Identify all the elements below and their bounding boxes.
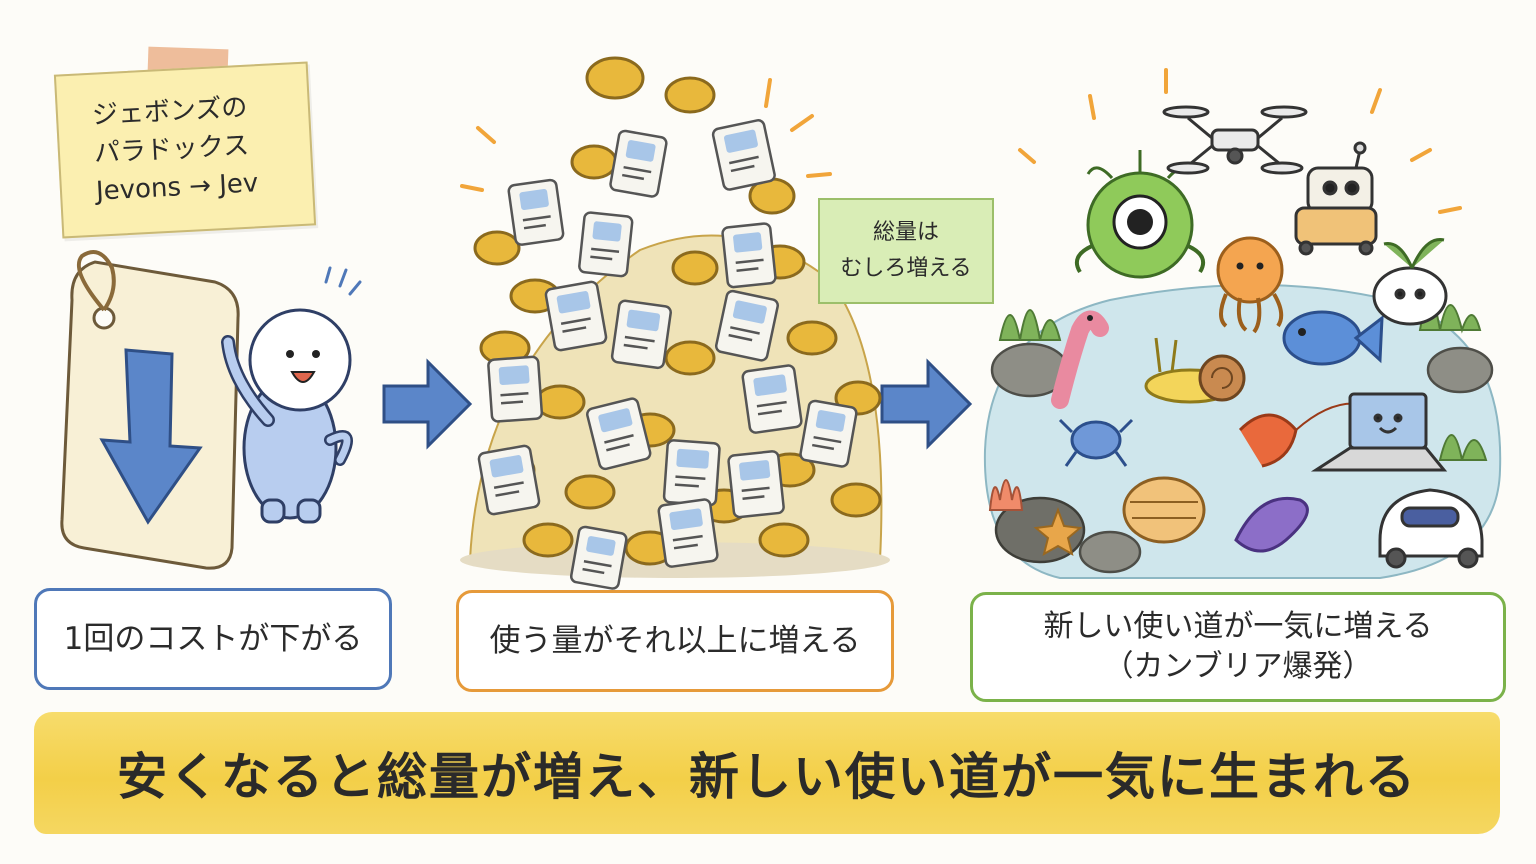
side-note-line-2: むしろ増える [840, 256, 972, 281]
down-arrow-icon [99, 348, 203, 525]
stick-figure-icon [221, 266, 362, 524]
side-note-line-1: 総量は [872, 220, 939, 245]
step-3-text: 新しい使い道が一気に増える [1043, 609, 1433, 644]
step-2-label: 使う量がそれ以上に増える [456, 590, 894, 692]
step-3-label: 新しい使い道が一気に増える （カンブリア爆発） [970, 592, 1506, 702]
card-icon [477, 119, 858, 590]
drone-icon [1162, 105, 1308, 175]
side-note: 総量は むしろ増える [818, 198, 994, 304]
note-title-line-2: パラドックス [93, 130, 250, 169]
sparkle-lines [1018, 68, 1462, 214]
step-1-label: 1回のコストが下がる [34, 588, 392, 690]
step-3-subtext: （カンブリア爆発） [1103, 649, 1373, 684]
summary-banner: 安くなると総量が増え、新しい使い道が一気に生まれる [34, 712, 1500, 834]
sticky-note: ジェボンズの パラドックス Jevons → Jev [53, 61, 317, 239]
robot-icon [1294, 141, 1484, 569]
summary-text: 安くなると総量が増え、新しい使い道が一気に生まれる [117, 748, 1417, 806]
step-1-text: 1回のコストが下がる [63, 621, 363, 657]
creature-icon [1051, 150, 1384, 553]
sparkle-lines [460, 78, 832, 192]
note-subtitle: Jevons → Jev [95, 168, 259, 207]
step-2-text: 使う量がそれ以上に増える [489, 623, 861, 659]
right-arrow-icon [880, 358, 973, 450]
note-title-line-1: ジェボンズの [91, 92, 249, 131]
laptop-icon [1310, 392, 1448, 472]
right-arrow-icon [382, 358, 473, 450]
